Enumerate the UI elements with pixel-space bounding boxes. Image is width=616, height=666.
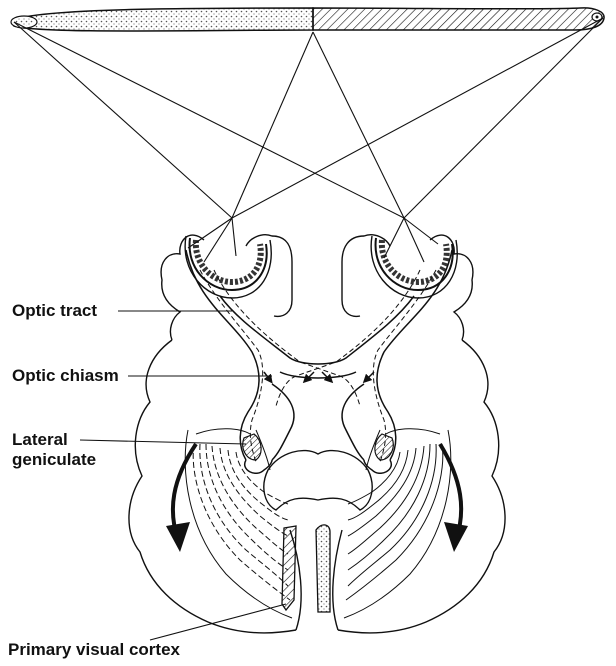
lateral-geniculate-label-line1: Lateral xyxy=(12,430,96,450)
lateral-geniculate-label-line2: geniculate xyxy=(12,450,96,470)
optic-tract-label: Optic tract xyxy=(12,301,97,321)
leader-lateral-geniculate xyxy=(80,440,246,444)
optic-chiasm-label: Optic chiasm xyxy=(12,366,119,386)
light-rays xyxy=(14,18,603,262)
large-arrow-left xyxy=(166,444,196,552)
leader-primary-visual-cortex xyxy=(150,604,286,640)
optic-radiations-left xyxy=(185,429,292,618)
large-arrow-right xyxy=(440,444,468,552)
primary-visual-cortex-label: Primary visual cortex xyxy=(8,640,180,660)
right-eye xyxy=(371,236,457,298)
primary-visual-cortex xyxy=(282,525,330,612)
left-eye xyxy=(185,236,271,298)
visual-field xyxy=(11,8,604,31)
lateral-geniculate-label: Lateral geniculate xyxy=(12,430,96,470)
lateral-geniculate-nuclei xyxy=(243,434,394,460)
optic-radiations-right xyxy=(344,429,451,618)
